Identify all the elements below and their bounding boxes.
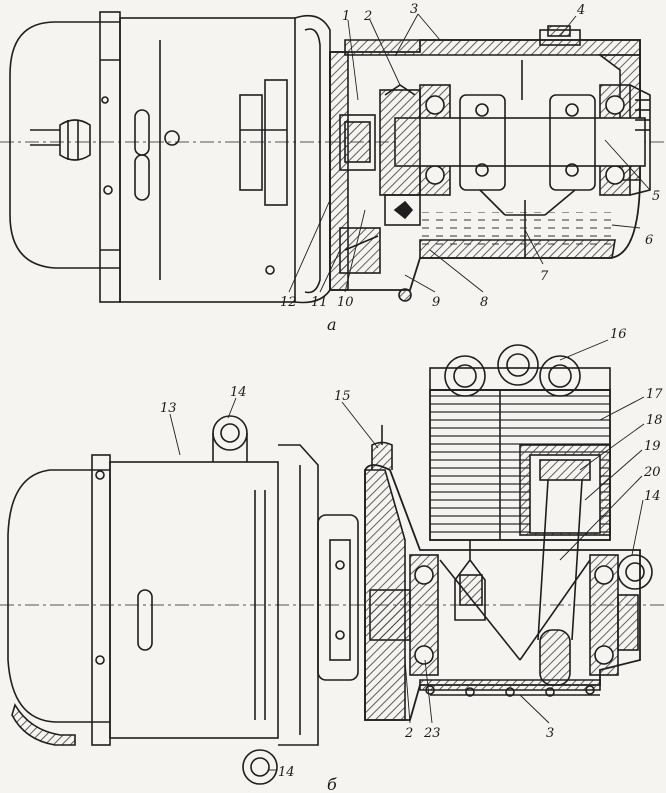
view-caption-a: а [327,315,337,334]
callout-4: 4 [576,3,585,18]
callout-14-bottom: 14 [278,765,295,780]
view-a [0,11,666,304]
callout-18: 18 [646,413,663,428]
valve-port-icon [444,344,581,397]
callout-13: 13 [160,401,177,416]
fork-icon [30,119,91,161]
callout-23: 23 [423,726,441,741]
callout-14-right: 14 [644,489,661,504]
callout-3-b: 3 [546,726,554,741]
coupling-a [379,89,421,196]
callout-11: 11 [311,295,328,310]
callout-1: 1 [342,9,350,24]
chamber-dome-b [7,469,110,723]
callouts-a: 1 2 3 4 5 6 7 8 9 10 11 12 а [280,2,660,334]
callout-2-b: 2 [404,726,413,741]
leaders-b [169,339,645,771]
callout-7: 7 [540,269,549,284]
crankshaft-a [394,117,646,167]
view-caption-b: б [327,775,337,793]
callout-3: 3 [410,2,418,17]
chamber-dome-a [9,21,120,269]
connecting-rod-b [537,479,583,641]
view-b [0,344,666,785]
callout-6: 6 [645,233,653,248]
callout-19: 19 [644,439,661,454]
callout-20: 20 [643,465,661,480]
leaders-a [288,13,651,293]
chamber-body-a [99,11,121,303]
callout-16: 16 [610,327,627,342]
callout-15: 15 [334,389,351,404]
callout-12: 12 [280,295,297,310]
callout-9: 9 [432,295,440,310]
callout-5: 5 [652,189,660,204]
callouts-b: 13 14 15 16 17 18 19 20 14 2 23 3 14 б [160,327,663,793]
callout-17: 17 [646,387,663,402]
callout-8: 8 [480,295,488,310]
callout-14-top: 14 [230,385,247,400]
callout-2: 2 [363,9,372,24]
flange-a [294,14,331,304]
callout-10: 10 [337,295,354,310]
oil-sump-a [420,212,615,248]
